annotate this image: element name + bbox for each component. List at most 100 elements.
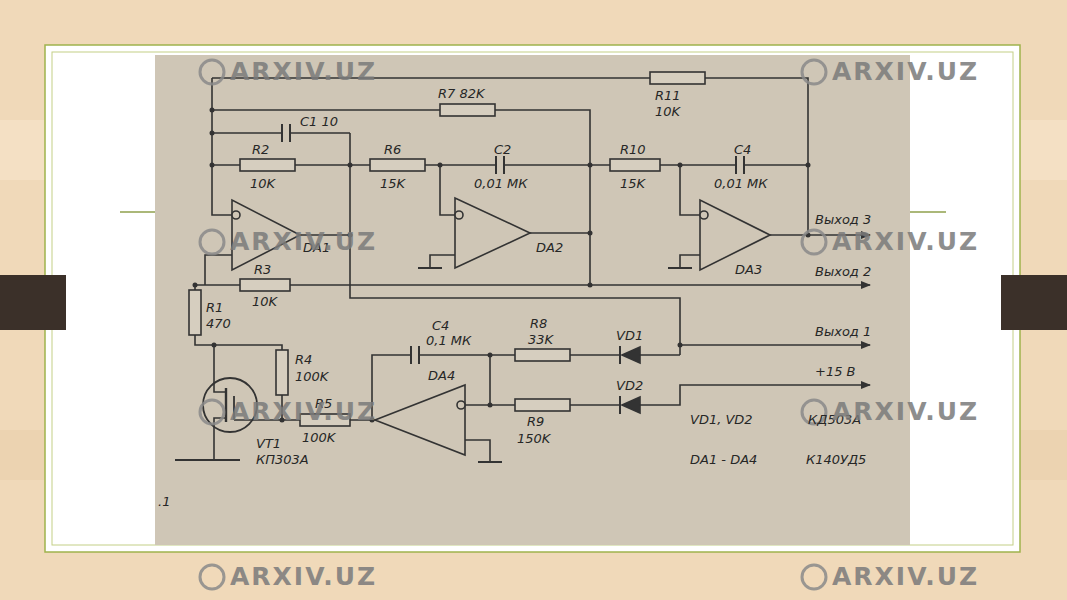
wire <box>430 255 455 268</box>
wires <box>195 78 870 462</box>
component-label: 0,01 МК <box>474 176 528 192</box>
capacitor-symbol <box>411 346 419 364</box>
ground-symbol <box>175 459 240 461</box>
op-amp-symbol <box>455 198 530 268</box>
component-label: VD2 <box>616 378 643 394</box>
component-label: R11 <box>655 88 681 104</box>
transistor-channel <box>225 388 227 422</box>
resistors <box>189 72 705 426</box>
component-label: R4 <box>295 352 312 368</box>
component-label: Выход 1 <box>815 324 871 340</box>
wire <box>212 78 808 235</box>
watermark-icon <box>802 60 826 84</box>
component-label: R3 <box>254 262 271 278</box>
component-label: +15 В <box>815 364 856 380</box>
watermark-icon <box>200 400 224 424</box>
component-label: 0,01 МК <box>714 176 768 192</box>
component-label: .1 <box>158 494 170 510</box>
watermark: ARXIV.UZ <box>230 228 377 256</box>
component-label: VD1, VD2 <box>690 412 753 428</box>
junction-dot <box>210 131 215 136</box>
component-label: C1 10 <box>300 114 338 130</box>
slide-frame <box>45 45 1020 552</box>
resistor-symbol <box>650 72 705 84</box>
junction-dot <box>488 353 493 358</box>
accent-line <box>120 211 158 213</box>
component-label: 33K <box>528 332 553 348</box>
component-label: R1 <box>206 300 223 316</box>
diode-symbol <box>622 397 640 413</box>
junction-dot <box>210 163 215 168</box>
grounds <box>175 268 692 462</box>
resistor-symbol <box>240 159 295 171</box>
wire <box>350 133 680 355</box>
wire <box>212 110 590 285</box>
component-label: C2 <box>494 142 511 158</box>
capacitor-symbol <box>496 156 504 174</box>
component-label: 470 <box>206 316 231 332</box>
watermark: ARXIV.UZ <box>230 58 377 86</box>
wire <box>465 355 490 405</box>
junction-dot <box>678 163 683 168</box>
junction-dot <box>212 343 217 348</box>
watermark: ARXIV.UZ <box>832 228 979 256</box>
resistor-symbol <box>240 279 290 291</box>
junction-dot <box>348 163 353 168</box>
component-label: 10K <box>655 104 680 120</box>
output-wire <box>680 344 870 346</box>
component-label: КП303А <box>256 452 309 468</box>
op-amp-symbol <box>375 385 465 455</box>
resistor-symbol <box>440 104 495 116</box>
wire <box>212 78 232 215</box>
diode-bar <box>619 396 621 414</box>
wire <box>205 255 232 285</box>
component-label: Выход 3 <box>815 212 871 228</box>
component-label: C4 <box>734 142 751 158</box>
component-label: 0,1 МК <box>426 333 471 349</box>
watermark: ARXIV.UZ <box>230 563 377 591</box>
resistor-symbol <box>515 349 570 361</box>
junction-dot <box>678 343 683 348</box>
photo-ground <box>155 55 910 545</box>
component-label: DA4 <box>428 368 455 384</box>
component-label: VT1 <box>256 436 281 452</box>
inverting-input <box>700 211 708 219</box>
component-label: К140УД5 <box>806 452 866 468</box>
junction-dot <box>806 163 811 168</box>
wire <box>530 232 590 234</box>
diode-bar <box>619 346 621 364</box>
side-bar <box>0 275 66 330</box>
wire <box>440 164 590 166</box>
watermark-icon <box>802 565 826 589</box>
watermark: ARXIV.UZ <box>230 398 377 426</box>
resistor-symbol <box>276 350 288 395</box>
junctions <box>193 108 811 423</box>
junction-dot <box>488 403 493 408</box>
watermark-icon <box>200 565 224 589</box>
component-label: 10K <box>250 176 275 192</box>
resistor-symbol <box>370 159 425 171</box>
inverting-input <box>455 211 463 219</box>
accent-line <box>908 211 946 213</box>
resistor-symbol <box>610 159 660 171</box>
component-label: 100K <box>295 369 328 385</box>
component-label: 10K <box>252 294 277 310</box>
component-label: DA3 <box>735 262 762 278</box>
slide-inner-frame <box>52 52 1013 545</box>
component-label: C4 <box>432 318 449 334</box>
junction-dot <box>193 283 198 288</box>
watermark-icons <box>200 60 826 589</box>
junction-dot <box>438 163 443 168</box>
inverting-input <box>232 211 240 219</box>
resistor-symbol <box>189 290 201 335</box>
watermark-icon <box>200 230 224 254</box>
side-bar <box>1001 275 1067 330</box>
component-label: R10 <box>620 142 646 158</box>
component-label: DA1 - DA4 <box>690 452 757 468</box>
component-label: R2 <box>252 142 269 158</box>
junction-dot <box>588 283 593 288</box>
ground-symbol <box>418 267 442 269</box>
capacitor-symbol <box>736 156 744 174</box>
